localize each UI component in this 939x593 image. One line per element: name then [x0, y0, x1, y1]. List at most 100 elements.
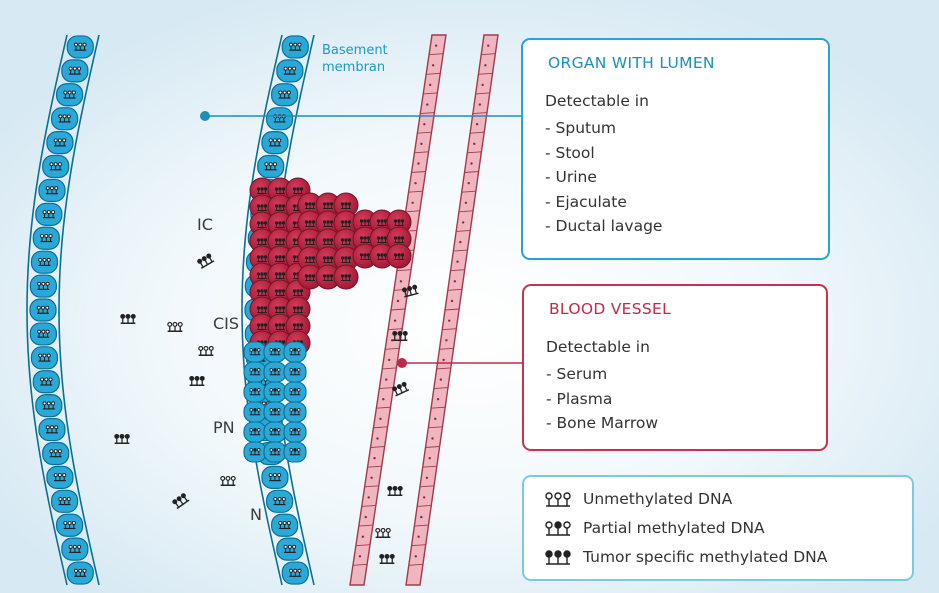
- pn-cell: [284, 402, 306, 422]
- dna-fragment-icon: [74, 569, 86, 576]
- pn-label: PN: [213, 418, 235, 437]
- pn-cell: [264, 402, 286, 422]
- tumor-cell: [387, 244, 411, 268]
- blood-leader-dot: [397, 358, 407, 368]
- dna-fragment-icon: [274, 497, 286, 504]
- epithelial-cell: [43, 442, 69, 464]
- list-item: - Stool: [545, 141, 662, 166]
- pn-cell: [264, 342, 286, 362]
- basement-label-line2: membran: [322, 59, 388, 76]
- dna-fragment-icon: [250, 369, 261, 375]
- dna-fragment-icon: [275, 307, 285, 313]
- methylated-dna-icon: [544, 549, 572, 565]
- dna-fragment-icon: [393, 332, 408, 341]
- pn-cell: [244, 382, 266, 402]
- epithelial-cell: [67, 36, 93, 58]
- dna-fragment-icon: [64, 91, 76, 98]
- dna-fragment-icon: [257, 239, 267, 245]
- pn-cell: [244, 342, 266, 362]
- dna-fragment-icon: [46, 426, 58, 433]
- list-item: - Serum: [546, 362, 658, 387]
- dna-fragment-icon: [270, 429, 281, 435]
- blood-detection-list: - Serum - Plasma - Bone Marrow: [546, 362, 658, 436]
- dna-fragment-icon: [305, 203, 315, 209]
- epithelial-cell: [33, 371, 59, 393]
- dna-fragment-icon: [323, 257, 333, 263]
- dna-fragment-icon: [341, 239, 351, 245]
- dna-fragment-icon: [257, 324, 267, 330]
- list-item: - Plasma: [546, 387, 658, 412]
- dna-fragment-icon: [64, 521, 76, 528]
- dna-fragment-icon: [305, 239, 315, 245]
- dna-fragment-icon: [221, 477, 236, 486]
- dna-fragment-icon: [293, 324, 303, 330]
- pn-cell: [284, 342, 306, 362]
- pn-cell: [284, 382, 306, 402]
- dna-fragment-icon: [394, 254, 404, 260]
- epithelial-cell: [47, 132, 73, 154]
- dna-fragment-icon: [43, 211, 55, 218]
- dna-fragment-icon: [190, 377, 205, 386]
- dna-fragment-icon: [40, 234, 52, 241]
- epithelial-cell: [267, 108, 293, 130]
- list-item: - Ejaculate: [545, 190, 662, 215]
- epithelial-cell: [57, 514, 83, 536]
- dna-fragment-icon: [341, 221, 351, 227]
- dna-fragment-icon: [290, 369, 301, 375]
- dna-fragment-icon: [275, 273, 285, 279]
- pn-cell: [244, 362, 266, 382]
- epithelial-cell: [33, 227, 59, 249]
- dna-fragment-icon: [250, 409, 261, 415]
- legend-item-methylated: Tumor specific methylated DNA: [544, 546, 827, 568]
- dna-fragment-icon: [323, 239, 333, 245]
- epithelial-cell: [36, 203, 62, 225]
- epithelial-cell: [258, 156, 284, 178]
- epithelial-cell: [30, 323, 56, 345]
- epithelial-cell: [43, 156, 69, 178]
- dna-fragment-icon: [380, 555, 395, 564]
- organ-box-subtitle: Detectable in: [545, 92, 649, 110]
- dna-fragment-icon: [289, 569, 301, 576]
- epithelial-cell: [272, 84, 298, 106]
- dna-fragment-icon: [50, 450, 62, 457]
- dna-fragment-icon: [275, 222, 285, 228]
- dna-fragment-icon: [275, 290, 285, 296]
- dna-fragment-icon: [275, 239, 285, 245]
- dna-fragment-icon: [305, 275, 315, 281]
- dna-fragment-icon: [37, 306, 49, 313]
- blood-vessel-box: BLOOD VESSEL Detectable in - Serum - Pla…: [522, 284, 828, 451]
- dna-fragment-icon: [115, 435, 130, 444]
- dna-fragment-icon: [323, 203, 333, 209]
- dna-fragment-icon: [43, 402, 55, 409]
- dna-fragment-icon: [46, 187, 58, 194]
- dna-fragment-icon: [265, 163, 277, 170]
- basement-label-line1: Basement: [322, 42, 388, 59]
- dna-fragment-icon: [269, 474, 281, 481]
- pn-cell: [284, 362, 306, 382]
- dna-fragment-icon: [50, 163, 62, 170]
- dna-fragment-icon: [250, 449, 261, 455]
- epithelial-cell: [30, 275, 56, 297]
- epithelial-cell: [272, 514, 298, 536]
- dna-fragment-icon: [290, 449, 301, 455]
- list-item: - Bone Marrow: [546, 411, 658, 436]
- dna-fragment-icon: [257, 188, 267, 194]
- pn-cell: [264, 382, 286, 402]
- dna-fragment-icon: [40, 378, 52, 385]
- dna-fragment-icon: [289, 43, 301, 50]
- dna-fragment-icon: [377, 237, 387, 243]
- epithelial-cell: [52, 490, 78, 512]
- dna-fragment-icon: [270, 409, 281, 415]
- legend-label: Unmethylated DNA: [583, 490, 732, 508]
- pn-cell: [264, 422, 286, 442]
- dna-fragment-icon: [39, 258, 51, 265]
- unmethylated-dna-icon: [544, 491, 572, 507]
- pn-cell: [264, 442, 286, 462]
- organ-detection-list: - Sputum - Stool - Urine - Ejaculate - D…: [545, 116, 662, 239]
- dna-fragment-icon: [257, 205, 267, 211]
- dna-fragment-icon: [257, 256, 267, 262]
- n-label: N: [250, 505, 262, 524]
- epithelial-cell: [47, 466, 73, 488]
- dna-fragment-icon: [74, 43, 86, 50]
- dna-fragment-icon: [270, 369, 281, 375]
